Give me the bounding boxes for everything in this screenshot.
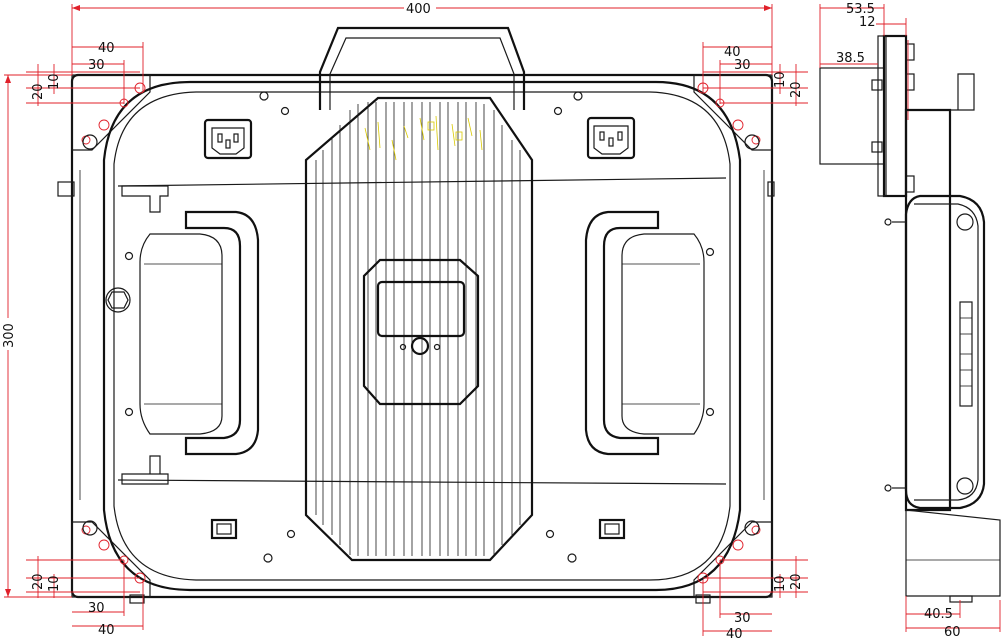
dim-20: 20	[31, 83, 46, 100]
side-view	[819, 34, 1001, 603]
dim-10: 10	[773, 71, 788, 88]
rj45-port-icon	[598, 518, 626, 540]
overall-width-dimension: 400	[71, 1, 773, 75]
heat-sink	[304, 96, 534, 562]
status-button-icon	[410, 336, 430, 356]
display-window-icon	[376, 280, 466, 338]
wiring-marks	[364, 115, 483, 161]
dim-40-5: 40.5	[924, 607, 953, 622]
mounting-holes	[81, 82, 761, 584]
dim-20: 20	[789, 81, 804, 98]
dim-40: 40	[98, 41, 115, 56]
front-view	[57, 26, 775, 604]
dim-20: 20	[789, 573, 804, 590]
dim-60: 60	[944, 625, 961, 639]
right-handle-icon	[584, 210, 705, 456]
dim-30: 30	[734, 611, 751, 626]
corner-dims-top-right: 40 30 10 20	[702, 42, 808, 106]
dim-40: 40	[726, 627, 743, 639]
overall-height-dimension: 300	[1, 74, 72, 598]
power-inlet-icon	[586, 116, 636, 160]
rj45-port-icon	[210, 518, 238, 540]
top-handle-icon	[318, 26, 526, 110]
dim-12: 12	[859, 15, 876, 30]
heat-sink-fins	[315, 102, 521, 556]
dim-53-5: 53.5	[846, 2, 875, 17]
left-handle-icon	[139, 210, 260, 456]
dim-10: 10	[773, 575, 788, 592]
corner-dims-bottom-right: 40 30 10 20	[702, 556, 808, 639]
control-housing	[362, 258, 480, 406]
power-inlet-icon	[203, 118, 253, 160]
corner-dims-top-left: 40 30 20 10	[26, 41, 144, 106]
dim-30: 30	[734, 58, 751, 73]
overall-width-label: 400	[406, 2, 431, 17]
dim-40: 40	[724, 45, 741, 60]
screw-icon	[124, 91, 715, 563]
locking-knob-icon	[105, 287, 131, 313]
dim-40: 40	[98, 623, 115, 638]
side-dims: 53.5 12 38.5 40.5 60	[819, 2, 1001, 639]
overall-height-label: 300	[2, 323, 17, 348]
corner-dims-bottom-left: 40 30 20 10	[26, 556, 144, 638]
dim-20: 20	[31, 573, 46, 590]
dim-38-5: 38.5	[836, 51, 865, 66]
inner-frame	[102, 80, 742, 592]
cabinet-outline	[70, 73, 774, 599]
dim-30: 30	[88, 58, 105, 73]
dim-10: 10	[47, 575, 62, 592]
dim-30: 30	[88, 601, 105, 616]
dim-10: 10	[47, 73, 62, 90]
